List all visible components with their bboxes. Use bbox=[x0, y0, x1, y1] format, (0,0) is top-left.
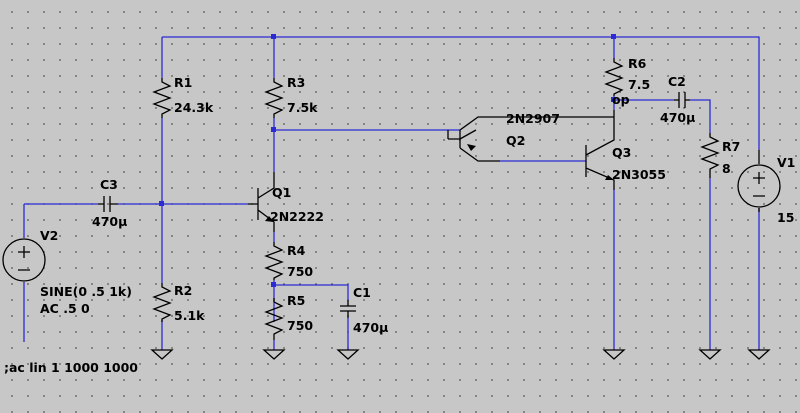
ground-icon bbox=[336, 349, 360, 360]
transistor-q3[interactable]: Q3 2N3055 bbox=[585, 110, 666, 190]
r2-value: 5.1k bbox=[174, 308, 205, 323]
q1-model: 2N2222 bbox=[270, 209, 324, 224]
ground-icon bbox=[262, 349, 286, 360]
voltage-source-v1[interactable]: V1 15 bbox=[737, 150, 795, 225]
q3-model: 2N3055 bbox=[612, 167, 666, 182]
resistor-r3[interactable]: R3 7.5k bbox=[264, 75, 318, 118]
r6-value: 7.5 bbox=[628, 77, 650, 92]
r4-name: R4 bbox=[287, 243, 306, 258]
resistor-r7[interactable]: R7 8 bbox=[700, 133, 740, 178]
ground-icon bbox=[747, 349, 771, 360]
junction-dots bbox=[159, 34, 616, 287]
v1-value: 15 bbox=[777, 210, 794, 225]
net-label-op: op bbox=[612, 92, 630, 107]
c3-value: 470µ bbox=[92, 214, 127, 229]
q2-model: 2N2907 bbox=[506, 111, 560, 126]
q1-name: Q1 bbox=[272, 185, 291, 200]
r7-name: R7 bbox=[722, 139, 740, 154]
transistor-q2[interactable]: 2N2907 Q2 bbox=[447, 111, 614, 162]
r7-value: 8 bbox=[722, 161, 731, 176]
resistor-r5[interactable]: R5 750 bbox=[264, 293, 313, 340]
r4-value: 750 bbox=[287, 264, 313, 279]
q3-name: Q3 bbox=[612, 145, 631, 160]
r2-name: R2 bbox=[174, 283, 192, 298]
r5-name: R5 bbox=[287, 293, 305, 308]
c2-value: 470µ bbox=[660, 110, 695, 125]
v2-line1: SINE(0 .5 1k) bbox=[40, 284, 132, 299]
v1-name: V1 bbox=[777, 155, 795, 170]
capacitor-c2[interactable]: C2 470µ bbox=[660, 74, 695, 125]
r6-name: R6 bbox=[628, 56, 647, 71]
resistor-r4[interactable]: R4 750 bbox=[264, 242, 313, 280]
r5-value: 750 bbox=[287, 318, 313, 333]
c3-name: C3 bbox=[100, 177, 118, 192]
v2-line2: AC .5 0 bbox=[40, 301, 90, 316]
spice-directive[interactable]: ;ac lin 1 1000 1000 bbox=[4, 360, 138, 375]
ground-icon bbox=[150, 349, 174, 360]
q2-name: Q2 bbox=[506, 133, 525, 148]
c1-name: C1 bbox=[353, 285, 371, 300]
transistor-q1[interactable]: Q1 2N2222 bbox=[248, 172, 324, 232]
c1-value: 470µ bbox=[353, 320, 388, 335]
resistor-r6[interactable]: R6 7.5 bbox=[604, 56, 650, 96]
r3-value: 7.5k bbox=[287, 100, 318, 115]
ground-icon bbox=[602, 349, 626, 360]
capacitor-c1[interactable]: C1 470µ bbox=[340, 285, 388, 335]
resistor-r1[interactable]: R1 24.3k bbox=[152, 75, 214, 118]
r1-value: 24.3k bbox=[174, 100, 214, 115]
ground-symbols bbox=[150, 349, 771, 360]
voltage-source-v2[interactable]: V2 SINE(0 .5 1k) AC .5 0 bbox=[2, 228, 132, 316]
ground-icon bbox=[698, 349, 722, 360]
c2-name: C2 bbox=[668, 74, 686, 89]
r1-name: R1 bbox=[174, 75, 192, 90]
r3-name: R3 bbox=[287, 75, 305, 90]
capacitor-c3[interactable]: C3 470µ bbox=[92, 177, 127, 229]
resistor-r2[interactable]: R2 5.1k bbox=[152, 283, 205, 323]
v2-name: V2 bbox=[40, 228, 58, 243]
